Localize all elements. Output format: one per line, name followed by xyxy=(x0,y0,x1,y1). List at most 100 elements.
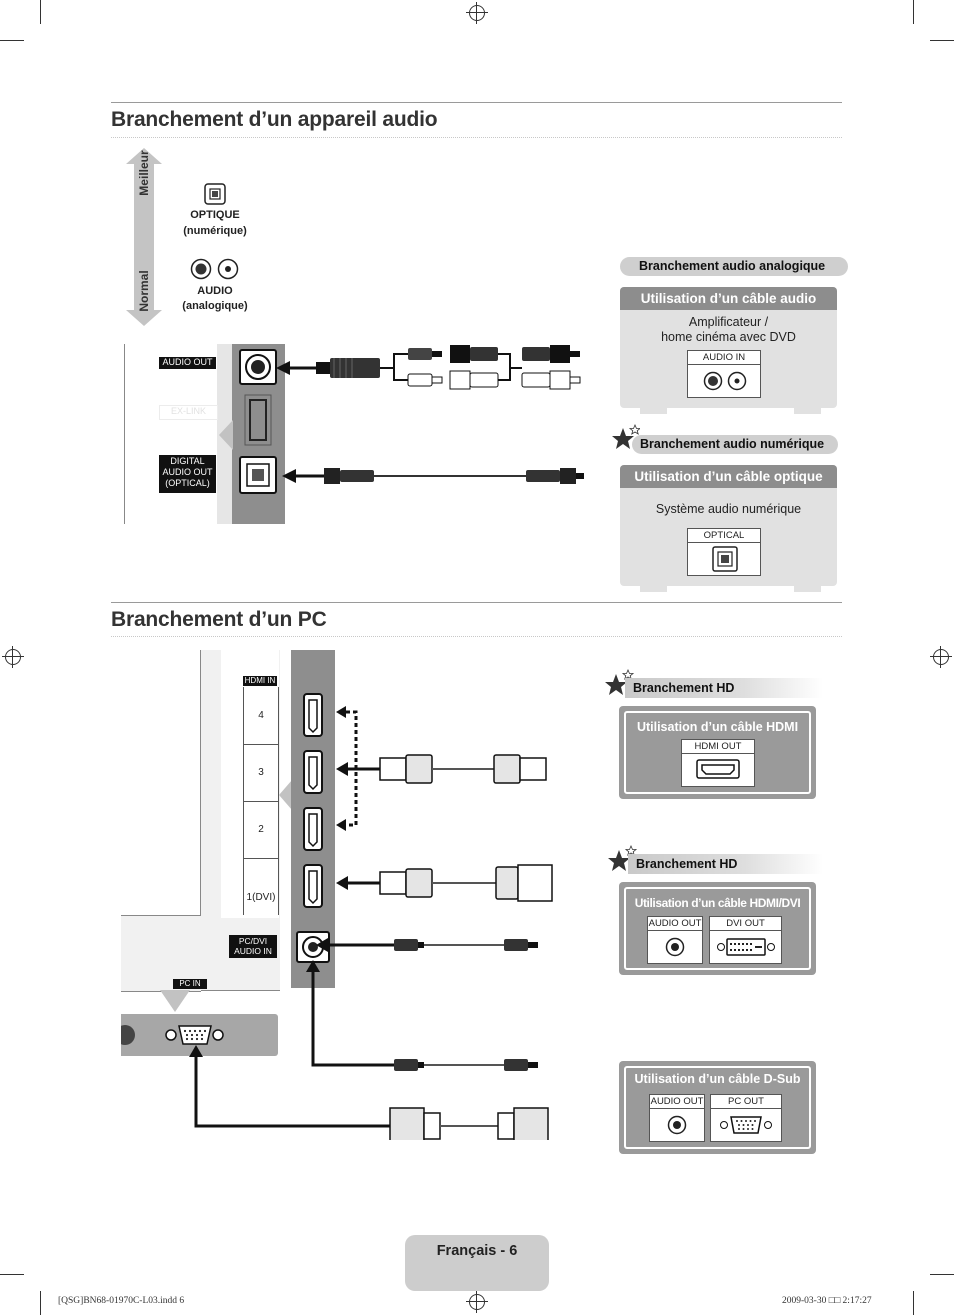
tv-optical-port xyxy=(239,456,277,494)
rca-port-icon xyxy=(703,371,747,391)
registration-mark-icon xyxy=(466,2,488,24)
crop-mark xyxy=(913,0,914,24)
digital-audio-header: Branchement audio numérique xyxy=(632,435,838,454)
audio-legend-label: AUDIO xyxy=(197,285,233,297)
hd-header-1: Branchement HD xyxy=(625,678,823,698)
pc-dvi-line-1: PC/DVI xyxy=(238,936,268,946)
hdmi-number-1: 1(DVI) xyxy=(246,892,276,903)
registration-mark-icon xyxy=(2,646,24,668)
pc-cables-diagram xyxy=(189,706,553,1140)
optical-legend-label: OPTIQUE xyxy=(190,209,240,221)
hdmi-number-4: 4 xyxy=(244,687,278,745)
audio-legend-sub: (analogique) xyxy=(182,300,248,312)
slug-left: [QSG]BN68-01970C-L03.indd 6 xyxy=(58,1296,185,1306)
hdmi-out-label: HDMI OUT xyxy=(682,740,754,754)
analog-device-line-2: home cinéma avec DVD xyxy=(661,330,796,344)
digital-audio-box: Utilisation d’un câble optique Système a… xyxy=(620,465,837,586)
tv-pc-in-label: PC IN xyxy=(173,979,207,989)
section-divider xyxy=(111,137,842,138)
hdmi-number-3: 3 xyxy=(244,744,278,802)
digital-port-box: OPTICAL xyxy=(687,528,761,576)
analog-box-title: Utilisation d’un câble audio xyxy=(620,287,837,310)
crop-mark xyxy=(40,1291,41,1315)
hdmi-box: Utilisation d’un câble HDMI HDMI OUT xyxy=(619,706,816,799)
crop-mark xyxy=(40,0,41,24)
tv-audio-out-label: AUDIO OUT xyxy=(159,357,216,369)
hdmi-port-icon xyxy=(303,693,323,737)
registration-mark-icon xyxy=(930,646,952,668)
section-divider xyxy=(111,636,842,637)
audio-cables-diagram xyxy=(276,345,584,484)
dsub-audio-out-label: AUDIO OUT xyxy=(650,1096,704,1109)
tv-digital-line-2: AUDIO OUT xyxy=(162,467,213,477)
pc-out-label: PC OUT xyxy=(711,1095,781,1109)
optical-port-icon xyxy=(712,546,738,572)
hdmi-box-title: Utilisation d’un câble HDMI xyxy=(636,720,799,734)
tv-hdmi-in-label: HDMI IN xyxy=(243,676,277,686)
hdmi-ports-column xyxy=(296,693,330,963)
tv-digital-line-3: (OPTICAL) xyxy=(165,478,210,488)
box-foot xyxy=(640,408,667,414)
optical-label: OPTICAL xyxy=(688,529,760,543)
analog-port-box: AUDIO IN xyxy=(687,350,761,398)
section-rule xyxy=(111,602,842,603)
dvi-port-icon xyxy=(717,938,775,956)
hdmidvi-box-title: Utilisation d’un câble HDMI/DVI xyxy=(634,896,801,910)
star-icon xyxy=(605,668,635,695)
audio-section-title: Branchement d’un appareil audio xyxy=(111,108,438,131)
tv-back-panel-audio xyxy=(124,344,218,524)
vga-port-icon xyxy=(720,1116,772,1134)
optical-port-icon xyxy=(204,183,226,205)
analog-device-name: Amplificateur / home cinéma avec DVD xyxy=(620,315,837,345)
pc-section-title: Branchement d’un PC xyxy=(111,608,327,631)
tv-audio-out-port xyxy=(239,349,277,385)
pc-out-port-box: PC OUT xyxy=(710,1094,782,1142)
hdmidvi-box: Utilisation d’un câble HDMI/DVI AUDIO OU… xyxy=(619,882,816,975)
tv-ex-link-label: EX-LINK xyxy=(159,405,218,420)
section-rule xyxy=(111,102,842,103)
hdmidvi-audio-out-label: AUDIO OUT xyxy=(648,918,702,931)
hd-header-2: Branchement HD xyxy=(628,854,823,874)
optical-legend-sub: (numérique) xyxy=(183,225,247,237)
tv-pc-dvi-audio-in-label: PC/DVI AUDIO IN xyxy=(229,935,277,958)
analog-device-line-1: Amplificateur / xyxy=(688,315,769,329)
crop-mark xyxy=(0,1274,24,1275)
page-number-label: Français - 6 xyxy=(436,1243,518,1259)
rca-port-icon xyxy=(190,258,239,280)
scale-normal-wrap: Normal xyxy=(131,268,157,316)
dsub-audio-port-box: AUDIO OUT xyxy=(649,1094,705,1142)
box-foot xyxy=(640,586,667,592)
crop-mark xyxy=(0,40,24,41)
crop-mark xyxy=(930,40,954,41)
dsub-box: Utilisation d’un câble D-Sub AUDIO OUT P… xyxy=(619,1061,816,1154)
analog-audio-header: Branchement audio analogique xyxy=(620,257,848,276)
pc-dvi-line-2: AUDIO IN xyxy=(234,946,272,956)
quality-scale-arrow xyxy=(126,148,162,326)
tv-digital-audio-out-label: DIGITAL AUDIO OUT (OPTICAL) xyxy=(159,455,216,493)
scale-best-wrap: Meilleur xyxy=(131,150,157,198)
dvi-out-label: DVI OUT xyxy=(710,917,781,931)
tv-ex-link-port xyxy=(244,394,272,446)
tv-digital-line-1: DIGITAL xyxy=(170,456,205,466)
box-foot xyxy=(794,586,821,592)
audio-in-label: AUDIO IN xyxy=(688,351,760,365)
crop-mark xyxy=(930,1274,954,1275)
box-foot xyxy=(794,408,821,414)
hdmi-number-2: 2 xyxy=(244,801,278,859)
panel-pointer xyxy=(219,420,233,450)
hdmi-number-column: 4 3 2 1(DVI) xyxy=(243,687,279,915)
digital-device-name: Système audio numérique xyxy=(655,502,802,516)
rca-port-icon xyxy=(665,937,685,957)
star-icon xyxy=(612,424,640,449)
analog-audio-box: Utilisation d’un câble audio Amplificate… xyxy=(620,287,837,408)
page-number-tab xyxy=(405,1235,549,1291)
slug-right: 2009-03-30 □□ 2:17:27 xyxy=(782,1296,872,1306)
rca-port-icon xyxy=(667,1115,687,1135)
hdmidvi-audio-port-box: AUDIO OUT xyxy=(647,916,703,964)
tv-hdmi-label-area xyxy=(221,650,279,918)
dvi-out-port-box: DVI OUT xyxy=(709,916,782,964)
hdmi-port-icon xyxy=(696,759,740,779)
scale-best-label: Meilleur xyxy=(137,150,151,196)
scale-normal-label: Normal xyxy=(137,270,151,312)
panel-pointer xyxy=(279,780,292,810)
